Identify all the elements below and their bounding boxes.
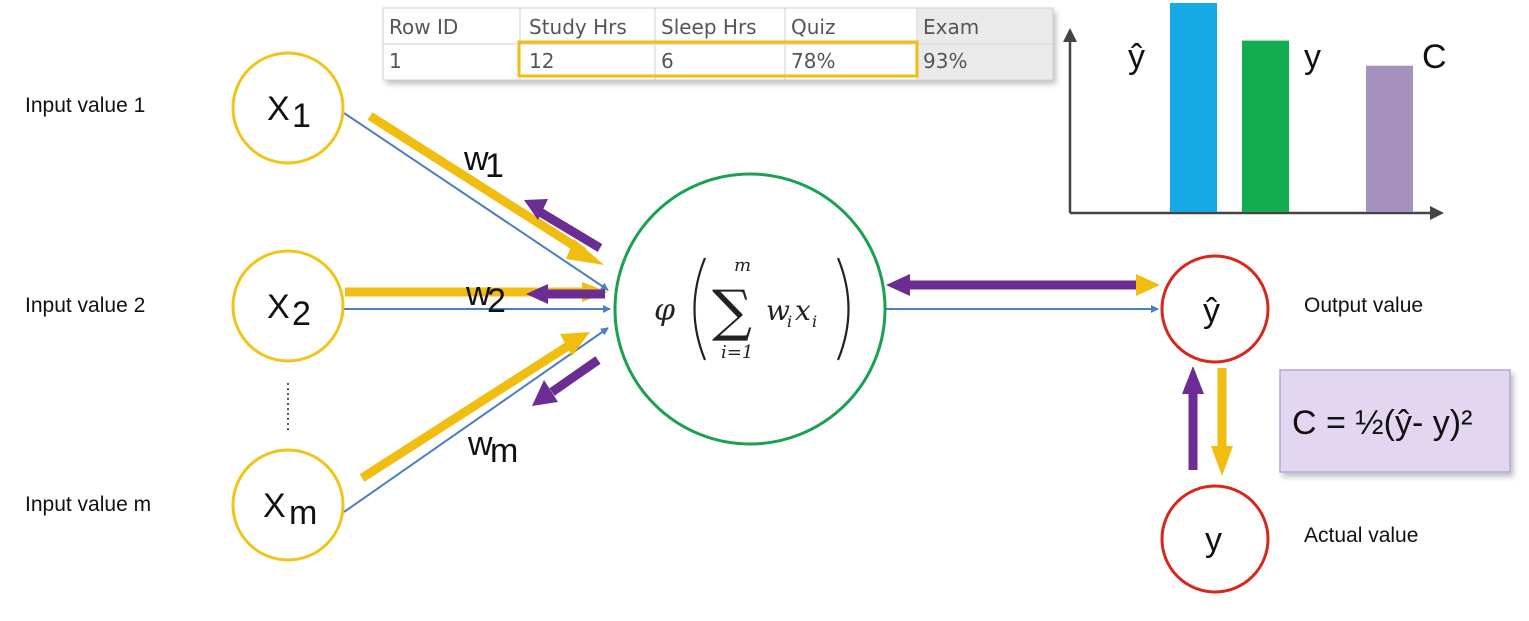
chart-x-axis-arrow	[1430, 206, 1444, 220]
sigma-symbol: ∑	[712, 279, 752, 344]
chart-y-axis-arrow	[1063, 28, 1077, 42]
input-node-1: X 1	[231, 51, 345, 165]
input-label-m: Input value m	[25, 493, 151, 516]
backprop-arrow-xm-head	[532, 380, 558, 406]
forward-arrow-x1	[367, 112, 587, 256]
table-header-exam: Exam	[923, 15, 979, 39]
connection-xm	[343, 327, 609, 513]
close-paren	[836, 257, 850, 361]
sum-lower-limit: i=1	[721, 342, 753, 363]
output-label: Output value	[1304, 294, 1423, 317]
input-node-m-sub: m	[289, 494, 317, 532]
data-table: Row ID Study Hrs Sleep Hrs Quiz Exam 1 1…	[382, 7, 1054, 81]
weight-label-m: w m	[467, 425, 518, 470]
chart-label-yhat: ŷ	[1128, 38, 1145, 76]
table-header-study-hrs: Study Hrs	[529, 15, 627, 39]
open-paren	[693, 257, 707, 361]
forward-arrow-output-head	[1136, 274, 1160, 296]
weight-m-sub: m	[490, 432, 518, 470]
input-label-1: Input value 1	[25, 94, 145, 117]
table-cell-sleep-hrs: 6	[661, 49, 674, 73]
backprop-arrow-x1	[537, 208, 603, 252]
output-node-text: ŷ	[1203, 292, 1220, 330]
neuron-node: φ m ∑ i=1 w i x i	[613, 172, 887, 446]
cost-bar-chart: ŷ y C	[1063, 3, 1447, 220]
input-node-2-sub: 2	[292, 295, 311, 333]
weight-m-text: w	[467, 425, 493, 463]
backprop-arrow-xm	[549, 356, 601, 396]
backprop-arrow-output-left-head	[886, 274, 910, 296]
input-label-2: Input value 2	[25, 294, 145, 317]
table-cell-quiz: 78%	[791, 49, 835, 73]
weight-1-text: w	[463, 140, 489, 178]
table-cell-row-id: 1	[389, 49, 402, 73]
forward-arrow-down-head	[1211, 446, 1233, 476]
chart-bar-3	[1366, 65, 1413, 212]
table-header-sleep-hrs: Sleep Hrs	[661, 15, 757, 39]
table-cell-exam: 93%	[923, 49, 967, 73]
chart-bar-1	[1170, 3, 1217, 212]
weight-2-text: w	[465, 275, 491, 313]
chart-label-c: C	[1422, 38, 1447, 76]
table-header-row-id: Row ID	[389, 15, 458, 39]
highlighted-inputs-box	[517, 40, 919, 78]
actual-node-text: y	[1205, 521, 1222, 559]
input-node-2: X 2	[231, 249, 345, 363]
weight-label-1: w 1	[463, 140, 504, 185]
forward-arrows	[345, 112, 1233, 482]
cost-formula: C = ½(ŷ- y)²	[1292, 404, 1472, 442]
chart-bar-2	[1242, 40, 1289, 213]
connections	[343, 112, 1159, 513]
connection-x1	[343, 112, 609, 291]
forward-arrow-xm	[359, 342, 571, 482]
backprop-arrow-x2-head	[526, 284, 548, 304]
cost-function-box: C = ½(ŷ- y)²	[1279, 369, 1511, 473]
input-node-m: X m	[231, 448, 345, 562]
backprop-arrow-x1-head	[524, 199, 548, 220]
sum-upper-limit: m	[734, 255, 751, 276]
weight-1-sub: 1	[485, 147, 504, 185]
forward-arrow-x1-head	[566, 239, 604, 265]
input-node-1-sub: 1	[292, 97, 311, 135]
backprop-arrow-up-head	[1182, 366, 1204, 394]
input-node-2-text: X	[267, 288, 290, 326]
chart-label-y: y	[1304, 38, 1321, 76]
actual-node: y	[1160, 484, 1270, 594]
term-x: x	[795, 294, 811, 327]
term-x-sub: i	[812, 312, 817, 331]
weight-2-sub: 2	[487, 282, 506, 320]
term-w: w	[766, 294, 790, 327]
input-node-m-text: X	[263, 487, 286, 525]
weight-label-2: w 2	[465, 275, 506, 320]
term-w-sub: i	[787, 312, 792, 331]
forward-arrow-xm-head	[560, 332, 590, 356]
output-node: ŷ	[1160, 254, 1270, 364]
activation-phi: φ	[654, 293, 675, 328]
actual-label: Actual value	[1304, 524, 1418, 547]
backward-arrows	[524, 199, 1204, 470]
table-cell-study-hrs: 12	[529, 49, 554, 73]
input-node-1-text: X	[267, 90, 290, 128]
table-header-quiz: Quiz	[791, 15, 835, 39]
